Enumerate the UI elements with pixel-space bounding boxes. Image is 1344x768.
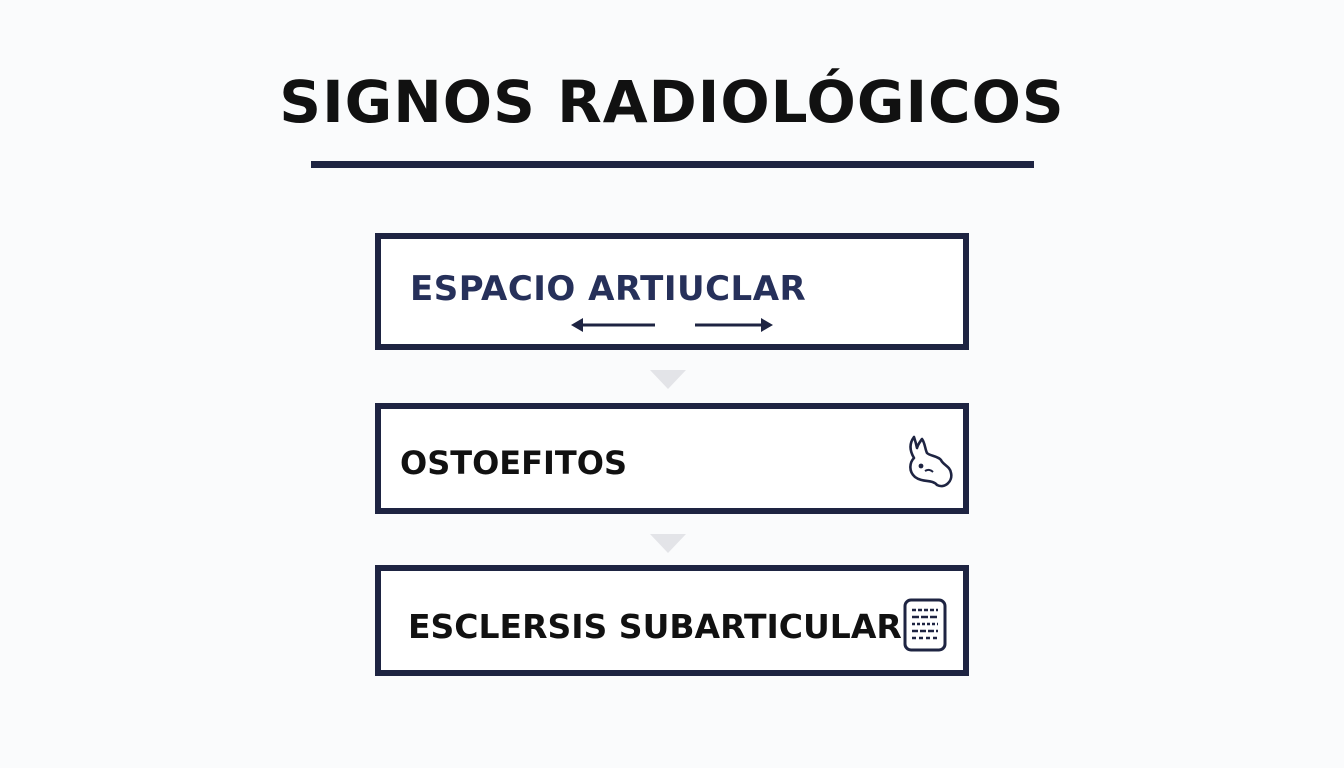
page-title: SIGNOS RADIOLÓGICOS bbox=[279, 68, 1065, 136]
step-label-ostoefitos: OSTOEFITOS bbox=[400, 444, 627, 482]
step-label-espacio-articular: ESPACIO ARTIUCLAR bbox=[410, 269, 807, 309]
title-underline bbox=[311, 161, 1034, 168]
step-box-espacio-articular: ESPACIO ARTIUCLAR bbox=[375, 233, 969, 350]
step-box-esclersis-subarticular: ESCLERSIS SUBARTICULAR bbox=[375, 565, 969, 676]
document-icon bbox=[903, 598, 947, 652]
flow-arrow-down-icon bbox=[650, 534, 686, 553]
flow-arrow-down-icon bbox=[650, 370, 686, 389]
step-box-ostoefitos: OSTOEFITOS bbox=[375, 403, 969, 514]
step-label-esclersis-subarticular: ESCLERSIS SUBARTICULAR bbox=[408, 607, 902, 646]
double-arrow-icon bbox=[571, 318, 773, 332]
bone-spur-icon bbox=[909, 435, 953, 488]
